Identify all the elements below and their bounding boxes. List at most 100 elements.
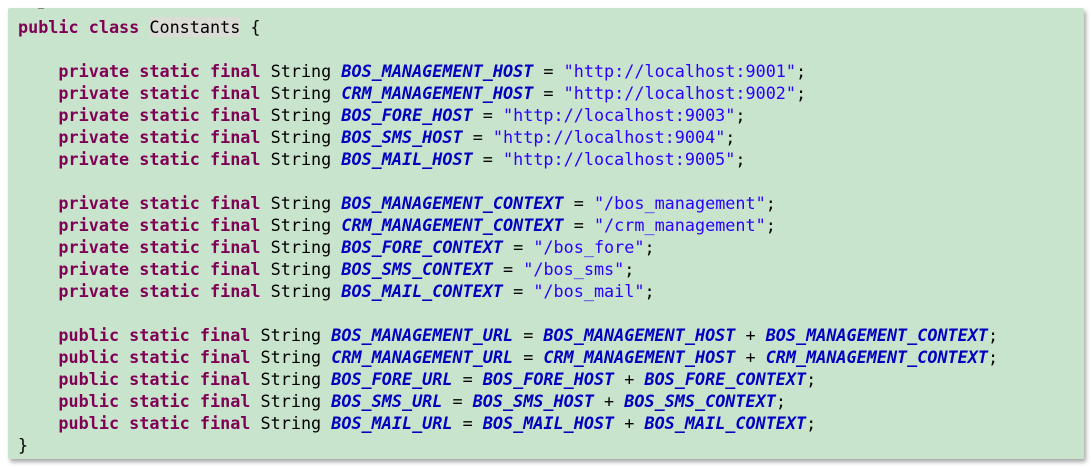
punctuation-token: = — [513, 325, 544, 345]
code-line[interactable]: public class Constants { — [18, 16, 998, 38]
keyword-token: static — [129, 325, 190, 345]
code-line[interactable]: private static final String BOS_FORE_CON… — [18, 236, 998, 258]
constant-identifier: BOS_FORE_CONTEXT — [644, 369, 807, 389]
type-token: String — [260, 259, 342, 279]
code-line[interactable] — [18, 38, 998, 60]
code-line[interactable]: public static final String BOS_MAIL_URL … — [18, 412, 998, 434]
keyword-token: static — [139, 105, 200, 125]
punctuation-token: ; — [796, 61, 807, 81]
string-literal: "/bos_fore" — [533, 237, 645, 257]
punctuation-token: ; — [775, 391, 786, 411]
constant-identifier: BOS_SMS_CONTEXT — [341, 259, 493, 279]
code-line[interactable]: } — [18, 434, 998, 456]
code-line[interactable]: public static final String BOS_SMS_URL =… — [18, 390, 998, 412]
constant-identifier: BOS_MANAGEMENT_HOST — [341, 61, 534, 81]
code-area[interactable]: public class Constants { private static … — [18, 16, 998, 456]
punctuation-token: } — [18, 435, 29, 455]
punctuation-token: = — [442, 391, 473, 411]
whitespace-token — [18, 391, 58, 411]
keyword-token: static — [139, 281, 200, 301]
whitespace-token — [18, 83, 58, 103]
whitespace-token — [18, 325, 58, 345]
code-line[interactable]: private static final String BOS_FORE_HOS… — [18, 104, 998, 126]
keyword-token: final — [199, 325, 251, 345]
type-token: String — [250, 347, 332, 367]
type-token: String — [260, 215, 342, 235]
constant-identifier: BOS_SMS_CONTEXT — [624, 391, 776, 411]
whitespace-token — [129, 83, 139, 103]
punctuation-token: = — [503, 237, 534, 257]
constant-identifier: CRM_MANAGEMENT_CONTEXT — [341, 215, 564, 235]
keyword-token: private — [58, 149, 130, 169]
whitespace-token — [190, 347, 200, 367]
keyword-token: static — [129, 413, 190, 433]
code-line[interactable]: private static final String BOS_MANAGEME… — [18, 192, 998, 214]
string-literal: "/bos_management" — [593, 193, 766, 213]
code-line[interactable] — [18, 302, 998, 324]
punctuation-token: + — [735, 325, 766, 345]
whitespace-token — [200, 215, 210, 235]
constant-identifier: BOS_FORE_HOST — [341, 105, 473, 125]
type-token: String — [260, 193, 342, 213]
whitespace-token — [200, 61, 210, 81]
keyword-token: final — [210, 61, 261, 81]
constant-identifier: BOS_MAIL_CONTEXT — [341, 281, 504, 301]
code-line[interactable]: private static final String BOS_MANAGEME… — [18, 60, 998, 82]
string-literal: "http://localhost:9003" — [503, 105, 736, 125]
code-line[interactable]: private static final String CRM_MANAGEME… — [18, 82, 998, 104]
code-line[interactable]: private static final String BOS_SMS_HOST… — [18, 126, 998, 148]
punctuation-token: = — [533, 83, 564, 103]
whitespace-token — [200, 237, 210, 257]
punctuation-token: = — [533, 61, 564, 81]
constant-identifier: BOS_FORE_URL — [331, 369, 453, 389]
code-line[interactable]: private static final String BOS_MAIL_HOS… — [18, 148, 998, 170]
keyword-token: private — [58, 259, 130, 279]
punctuation-token: ; — [806, 369, 817, 389]
whitespace-token — [129, 259, 139, 279]
type-token: String — [250, 391, 332, 411]
keyword-token: final — [210, 259, 261, 279]
whitespace-token — [119, 325, 129, 345]
punctuation-token: ; — [735, 105, 746, 125]
punctuation-token: = — [503, 281, 534, 301]
keyword-token: static — [139, 149, 200, 169]
type-token: String — [260, 149, 342, 169]
keyword-token: private — [58, 105, 130, 125]
scrolled-line-fragment — [38, 8, 44, 12]
whitespace-token — [190, 391, 200, 411]
code-line[interactable]: private static final String BOS_SMS_CONT… — [18, 258, 998, 280]
type-token: String — [260, 61, 342, 81]
punctuation-token: ; — [624, 259, 635, 279]
whitespace-token — [119, 413, 129, 433]
keyword-token: final — [199, 413, 251, 433]
code-editor[interactable]: public class Constants { private static … — [8, 8, 1084, 459]
keyword-token: static — [139, 61, 200, 81]
whitespace-token — [200, 127, 210, 147]
punctuation-token: ; — [735, 149, 746, 169]
punctuation-token: = — [452, 369, 483, 389]
whitespace-token — [129, 105, 139, 125]
keyword-token: private — [58, 193, 130, 213]
keyword-token: public — [58, 369, 120, 389]
whitespace-token — [18, 193, 58, 213]
code-line[interactable]: public static final String BOS_FORE_URL … — [18, 368, 998, 390]
punctuation-token: ; — [725, 127, 736, 147]
code-line[interactable] — [18, 170, 998, 192]
constant-identifier: CRM_MANAGEMENT_CONTEXT — [765, 347, 988, 367]
punctuation-token: + — [735, 347, 766, 367]
string-literal: "/bos_mail" — [533, 281, 645, 301]
keyword-token: public — [18, 17, 79, 37]
code-line[interactable]: private static final String CRM_MANAGEME… — [18, 214, 998, 236]
code-line[interactable]: private static final String BOS_MAIL_CON… — [18, 280, 998, 302]
code-line[interactable]: public static final String BOS_MANAGEMEN… — [18, 324, 998, 346]
type-token: String — [250, 413, 332, 433]
whitespace-token — [190, 369, 200, 389]
whitespace-token — [119, 347, 129, 367]
type-token: String — [250, 369, 332, 389]
constant-identifier: BOS_MANAGEMENT_URL — [331, 325, 514, 345]
code-line[interactable]: public static final String CRM_MANAGEMEN… — [18, 346, 998, 368]
keyword-token: final — [199, 347, 251, 367]
keyword-token: public — [58, 347, 120, 367]
string-literal: "http://localhost:9002" — [563, 83, 797, 103]
keyword-token: public — [58, 391, 120, 411]
